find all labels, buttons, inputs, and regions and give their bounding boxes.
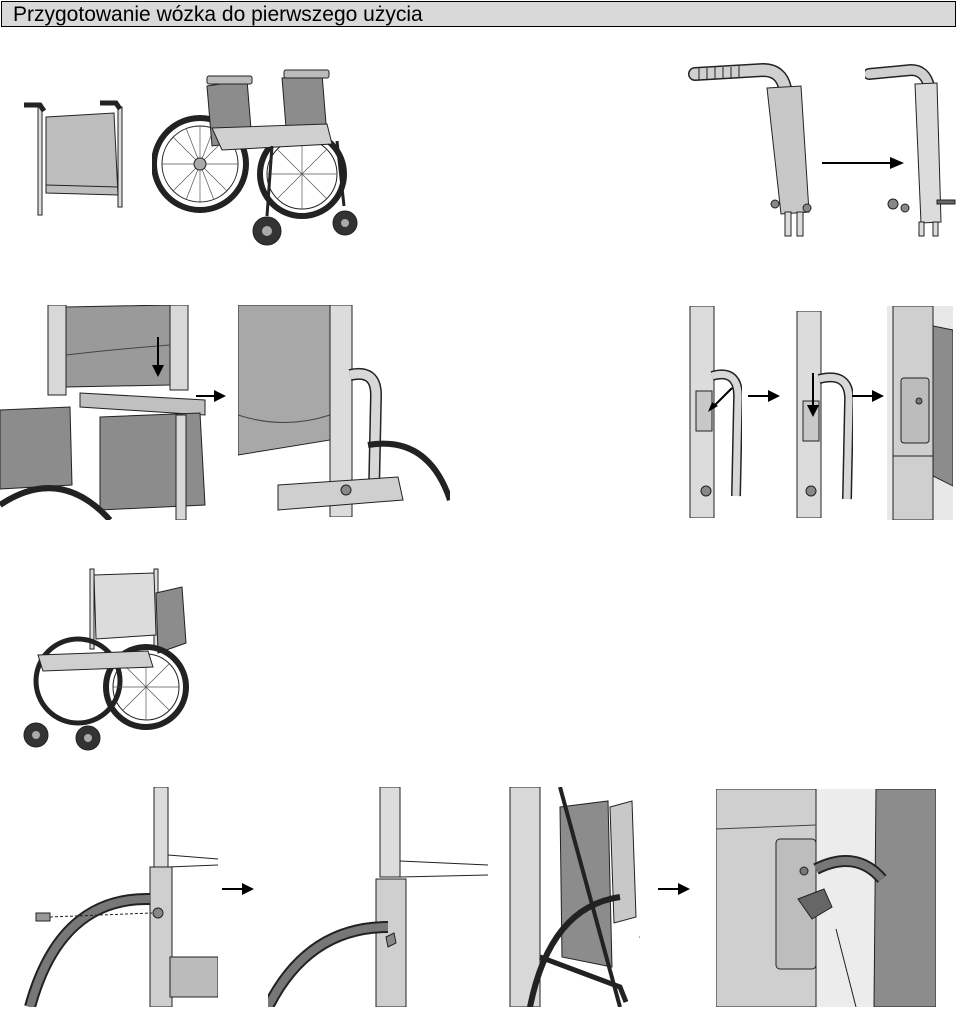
right-arrow-icon [748,389,780,408]
side-panel-attach-illustration [500,787,640,1007]
right-arrow-icon [658,882,690,901]
wheelchair-illustration [152,66,367,256]
section-title: Przygotowanie wózka do pierwszego użycia [13,3,423,26]
backrest-insert-illustration [0,305,216,520]
folded-backrest-illustration [10,95,130,220]
section-header: Przygotowanie wózka do pierwszego użycia [1,1,956,27]
right-arrow-icon [196,389,226,408]
armrest-step-2-illustration [789,311,853,518]
backrest-mounted-illustration [238,305,450,517]
right-arrow-icon [222,882,254,901]
side-panel-locked-illustration [716,789,936,1007]
armrest-step-1-illustration [682,306,742,518]
down-arrow-icon [152,337,164,382]
frame-bolt-step-1-illustration [0,787,218,1007]
armrest-locked-illustration [887,306,953,520]
right-arrow-icon [822,156,904,175]
push-handle-exploded-illustration [865,62,960,242]
frame-bolt-step-2-illustration [268,787,488,1007]
right-arrow-icon [852,389,884,408]
push-handle-illustration [685,62,815,242]
wheelchair-side-panel-illustration [18,563,190,753]
